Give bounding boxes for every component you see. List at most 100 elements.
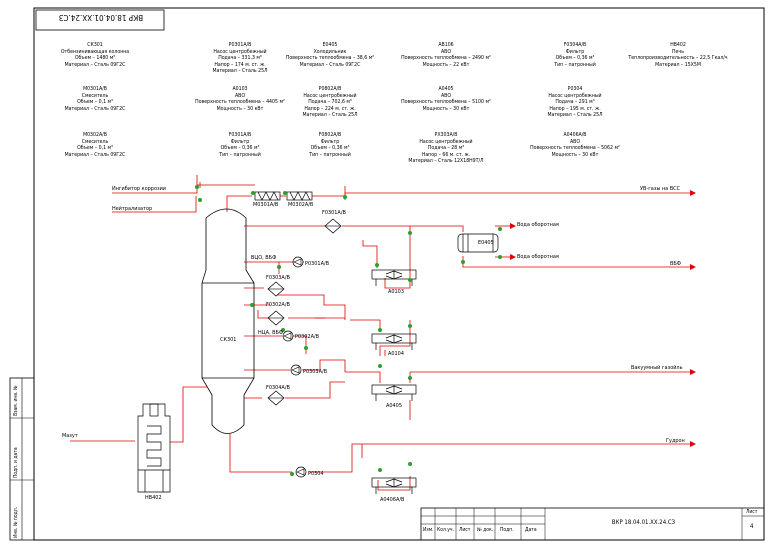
spec-line: Подача – 331,3 м³ [218, 55, 262, 62]
stream-vacuum-gasoil: Вакуумный газойль [631, 365, 683, 371]
spec-tag: А0405 [438, 86, 454, 92]
spec-line: Тип – патронный [219, 151, 261, 158]
tag-a0104: А0104 [388, 351, 404, 357]
spec-line: Объем – 0,36 м³ [310, 145, 350, 152]
sheet-number: 4 [750, 523, 754, 530]
spec-tag: АВ106 [438, 42, 454, 48]
spec-line: Объем – 0,36 м³ [555, 55, 595, 62]
spec-line: Объем – 0,1 м³ [77, 145, 113, 152]
spec-line: Печь [672, 48, 684, 55]
spec-line: Подача – 702,6 м³ [308, 99, 352, 106]
spec-line: Поверхность теплообмена – 2490 м² [401, 55, 491, 62]
spec-line: Подача – 291 м³ [555, 99, 595, 106]
spec-line: Материал – Сталь 25Л [212, 68, 268, 75]
spec-tag: М0302А/В [83, 132, 107, 138]
spec-line: Материал – Сталь 25Л [547, 112, 603, 119]
tag-p0301: Р0301А/В [305, 261, 330, 267]
spec-line: Напор – 195 м. ст. ж. [549, 105, 601, 112]
spec-line: Фильтр [565, 48, 585, 55]
spec-line: Смеситель [81, 138, 109, 145]
spec-line: Холодильник [313, 48, 347, 55]
spec-line: АВО [234, 92, 246, 99]
tag-p0303: Р0303А/В [303, 369, 328, 375]
tag-e0405: Е0405 [478, 240, 494, 246]
spec-line: Материал – Сталь 09Г2С [64, 105, 126, 112]
tag-f0303: F0303А/В [266, 275, 290, 281]
spec-line: Объем – 1480 м³ [74, 55, 116, 62]
spec-line: Материал – Сталь 09Г2С [299, 61, 361, 68]
spec-line: Напор – 224 м. ст. ж. [304, 105, 356, 112]
spec-line: Материал – Сталь 25Л [302, 112, 358, 119]
spec-line: Поверхность теплообмена – 38,6 м² [285, 55, 375, 62]
spec-tag: F0304А/В [563, 42, 587, 48]
spec-line: Тип – патронный [309, 151, 351, 158]
spec-tag: Р0301А/В [228, 42, 252, 48]
spec-tag: F0301А/В [228, 132, 252, 138]
stream-vbf: ВБФ [670, 261, 682, 267]
spec-line: Напор – 174 м. ст. ж. [214, 61, 266, 68]
tag-f0304: F0304А/В [266, 385, 290, 391]
tag-a0405: А0405 [386, 403, 402, 409]
title-col-kol: Кол.уч. [437, 527, 454, 533]
stream-water-2: Вода оборотная [517, 254, 559, 260]
stream-inhibitor: Ингибитор коррозии [112, 186, 167, 192]
spec-line: Отбензинивающая колонна [60, 48, 130, 55]
spec-line: Материал – Сталь 09Г2С [64, 61, 126, 68]
spec-tag: Р0802А/В [318, 86, 342, 92]
stream-vtsd-vbf: ВЦО, ВБФ [251, 255, 277, 261]
spec-line: Объем – 0,1 м³ [77, 99, 113, 106]
spec-line: Мощность – 30 кВт [422, 105, 470, 112]
spec-tag: А0406А/В [563, 132, 587, 138]
spec-tag: Е0405 [322, 42, 338, 48]
tag-f0301: F0301А/В [322, 210, 346, 216]
title-col-izm: Изм. [423, 527, 434, 533]
stream-gudron: Гудрон [666, 438, 685, 444]
spec-tag: М0301А/В [83, 86, 107, 92]
spec-line: Подача – 28 м³ [427, 145, 465, 152]
spec-line: Фильтр [230, 138, 250, 145]
tag-p0304: Р0304 [308, 471, 324, 477]
spec-line: Материал – 15Х5М [655, 61, 701, 68]
tag-m0302: М0302А/В [288, 202, 314, 208]
spec-line: Мощность – 22 кВт [422, 61, 470, 68]
spec-line: Насос центробежный [213, 48, 267, 55]
spec-line: Насос центробежный [419, 138, 473, 145]
stream-neutralizer: Нейтрализатор [112, 206, 153, 212]
stream-water-1: Вода оборотная [517, 222, 559, 228]
stream-ntsa-vbf: НЦА, ВБФ [258, 330, 284, 336]
tag-column: СК301 [220, 337, 237, 343]
spec-tag: А0103 [232, 86, 248, 92]
title-col-data: Дата [525, 527, 537, 533]
spec-line: Материал – Сталь 12Х18Н9Т/Л [408, 158, 484, 165]
spec-line: Смеситель [81, 92, 109, 99]
stream-uv-gases: УВ-газы на ВСС [640, 186, 681, 192]
title-col-list: Лист [459, 527, 471, 533]
spec-line: Теплопроизводительность – 22,5 Гкал/ч [628, 55, 728, 62]
spec-line: Фильтр [320, 138, 340, 145]
spec-line: Объем – 0,36 м³ [220, 145, 260, 152]
spec-line: Мощность – 30 кВт [551, 151, 599, 158]
spec-line: Тип – патронный [554, 61, 596, 68]
spec-line: АВО [440, 92, 452, 99]
spec-line: Материал – Сталь 09Г2С [64, 151, 126, 158]
spec-line: Насос центробежный [303, 92, 357, 99]
stream-mazut: Мазут [62, 433, 78, 439]
spec-line: Насос центробежный [548, 92, 602, 99]
tag-m0301: М0301А/В [253, 202, 279, 208]
tag-a0406: А0406А/В [380, 497, 405, 503]
